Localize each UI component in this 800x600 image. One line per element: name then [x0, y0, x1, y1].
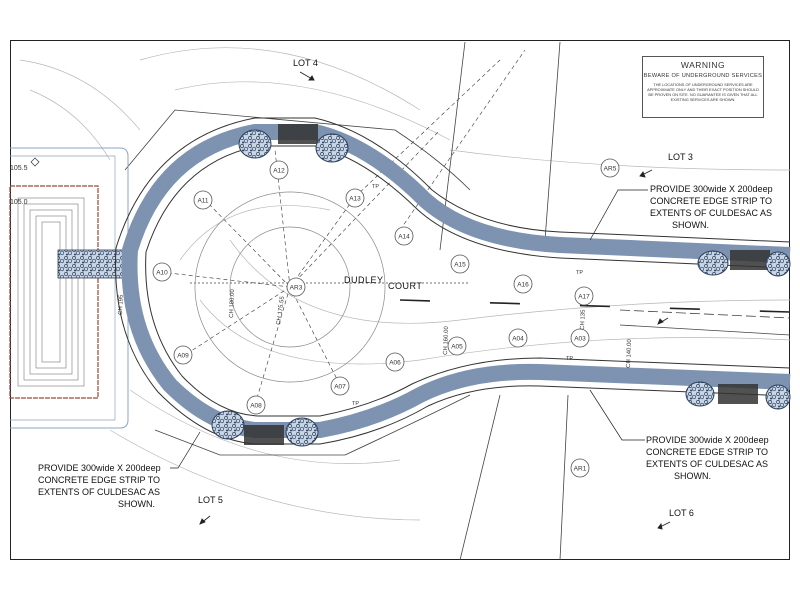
label-a14: A14	[398, 234, 410, 241]
label-a11: A11	[197, 198, 208, 205]
tp-label-1: TP	[576, 270, 583, 276]
note-bottom-left: PROVIDE 300wide X 200deep CONCRETE EDGE …	[38, 462, 168, 510]
note-line: EXTENTS OF CULDESAC AS	[646, 459, 769, 469]
note-line: PROVIDE 300wide X 200deep	[650, 184, 773, 194]
label-a16: A16	[517, 282, 529, 289]
note-bottom-right: PROVIDE 300wide X 200deep CONCRETE EDGE …	[646, 434, 776, 482]
note-line: CONCRETE EDGE STRIP TO	[38, 475, 161, 485]
point-a15	[450, 254, 470, 274]
lot-4-label: LOT 4	[293, 58, 318, 68]
point-ar5	[600, 158, 620, 178]
label-a15: A15	[454, 262, 466, 269]
lot-labels: LOT 4 LOT 3 LOT 5 LOT 6	[198, 58, 694, 518]
point-a03	[570, 328, 590, 348]
point-a04	[508, 328, 528, 348]
chainage-labels: CH 180.00 CH 175.55 CH 160.00 CH 140.00 …	[118, 289, 633, 369]
lot-6-label: LOT 6	[669, 508, 694, 518]
chainage-160: CH 160.00	[443, 326, 450, 356]
note-line: PROVIDE 300wide X 200deep	[38, 463, 161, 473]
note-line: SHOWN.	[674, 471, 711, 481]
chainage-135: CH 135	[580, 309, 587, 330]
point-a07	[330, 376, 350, 396]
warning-subtitle: BEWARE OF UNDERGROUND SERVICES	[643, 73, 763, 79]
tp-label-4: TP	[372, 184, 379, 190]
label-a04: A04	[512, 336, 524, 343]
lot-boundaries	[124, 41, 791, 561]
label-a06: A06	[389, 360, 401, 367]
note-line: SHOWN.	[118, 499, 155, 509]
tp-label-3: TP	[352, 401, 359, 407]
label-ar1: AR1	[574, 466, 587, 473]
chainage-180: CH 180.00	[229, 289, 236, 319]
note-top-right: PROVIDE 300wide X 200deep CONCRETE EDGE …	[650, 183, 780, 231]
chainage-175: CH 175.55	[276, 295, 286, 325]
label-a03: A03	[574, 336, 586, 343]
label-a13: A13	[349, 196, 361, 203]
label-a10: A10	[156, 270, 168, 277]
lot-arrows	[199, 71, 671, 530]
setout-points	[152, 158, 620, 478]
point-a17	[574, 286, 594, 306]
chainage-140: CH 140.00	[626, 339, 633, 369]
note-line: CONCRETE EDGE STRIP TO	[646, 447, 769, 457]
street-word-1: DUDLEY	[344, 275, 384, 285]
point-a12	[269, 160, 289, 180]
label-ar5: AR5	[604, 166, 617, 173]
road-kerb	[115, 117, 791, 445]
label-a09: A09	[177, 353, 189, 360]
label-a12: A12	[273, 168, 285, 175]
point-a09	[173, 345, 193, 365]
point-ar1	[570, 458, 590, 478]
point-a14	[394, 226, 414, 246]
note-line: EXTENTS OF CULDESAC AS	[650, 208, 773, 218]
note-leaders	[170, 189, 648, 469]
crossover-strips	[211, 124, 791, 447]
bowl-arcs	[194, 191, 386, 383]
label-ar3: AR3	[290, 285, 303, 292]
tangent-points: TP TP TP TP	[352, 184, 583, 407]
street-word-2: COURT	[388, 281, 422, 291]
lot-5-label: LOT 5	[198, 495, 223, 505]
chainage-195: CH 195	[118, 294, 125, 315]
note-line: PROVIDE 300wide X 200deep	[646, 435, 769, 445]
point-a06	[385, 352, 405, 372]
label-a05: A05	[451, 344, 463, 351]
warning-title: WARNING	[680, 60, 726, 70]
level-105-5: 105.5	[10, 165, 28, 172]
label-a07: A07	[334, 384, 346, 391]
point-a11	[193, 190, 213, 210]
point-a08	[246, 395, 266, 415]
point-a13	[345, 188, 365, 208]
label-a08: A08	[250, 403, 262, 410]
point-a16	[513, 274, 533, 294]
note-line: SHOWN.	[672, 220, 709, 230]
lot-3-label: LOT 3	[668, 152, 693, 162]
street-name: DUDLEY COURT	[344, 275, 422, 291]
point-a10	[152, 262, 172, 282]
point-labels: A12 A11 A13 A14 A15 A16 A17 A10 AR3 A09 …	[156, 166, 616, 473]
note-line: EXTENTS OF CULDESAC AS	[38, 487, 161, 497]
existing-building	[9, 147, 129, 429]
tp-label-2: TP	[566, 356, 573, 362]
label-a17: A17	[578, 294, 590, 301]
level-105-0: 105.0	[10, 199, 28, 206]
note-line: CONCRETE EDGE STRIP TO	[650, 196, 773, 206]
point-ar3	[286, 277, 306, 297]
warning-box: WARNING BEWARE OF UNDERGROUND SERVICES T…	[642, 56, 764, 118]
warning-body: THE LOCATIONS OF UNDERGROUND SERVICES AR…	[647, 82, 759, 102]
point-a05	[447, 336, 467, 356]
